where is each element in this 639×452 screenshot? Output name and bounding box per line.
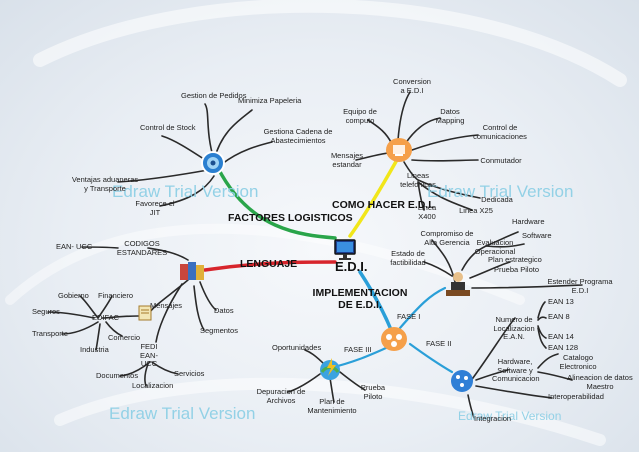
mensajes-item-3: Seguros [32, 308, 60, 317]
fase-ii-integracion: Integracion [474, 415, 511, 424]
fedi-item-1: Documentos [96, 372, 138, 381]
implementacion-label: IMPLEMENTACION DE E.D.I. [308, 287, 412, 311]
fase-ii-numero: Numero de Localizacion E.A.N. [490, 316, 538, 342]
fedi-item-3: Localizacion [132, 382, 173, 391]
como-item-8: Dedicada [480, 196, 514, 205]
ean-8: EAN 8 [548, 313, 570, 322]
lenguaje-segmentos: Segmentos [200, 327, 238, 336]
lenguaje-codigos: CODIGOS ESTANDARES [112, 240, 172, 257]
fase-i-item-8: Estender Programa E.D.I [540, 278, 620, 295]
lenguaje-label: LENGUAJE [240, 258, 297, 270]
fase-iii-item-2: Depuracion de Archivos [254, 388, 308, 405]
factores-item-5: Ventajas aduaneras y Transporte [70, 176, 140, 193]
mensajes-item-5: Transporte [32, 330, 68, 339]
como-label: COMO HACER E.D.I. [332, 199, 406, 211]
fase-i-item-1: Compromiso de Alta Gerencia [420, 230, 474, 247]
fase-i-item-2: Estado de factibilidad [388, 250, 428, 267]
fase-iii-item-4: Prueba Piloto [358, 384, 388, 401]
fase-i-label: FASE I [397, 313, 420, 322]
fase-i-item-7: Prueba Piloto [494, 266, 539, 275]
como-item-6: Conmutador [478, 157, 524, 166]
como-item-1: Conversion a E.D.I [390, 78, 434, 95]
factores-item-2: Minimiza Papeleria [238, 97, 272, 106]
globe-lightning-icon [316, 356, 344, 387]
ean-14: EAN 14 [548, 333, 574, 342]
factores-item-4: Gestiona Cadena de Abastecimientos [248, 128, 348, 145]
fase-i-item-6: Plan estrategico [488, 256, 542, 265]
factores-label: FACTORES LOGISTICOS [228, 212, 298, 224]
orange-network-icon [380, 326, 408, 357]
ean-128: EAN 128 [548, 344, 578, 353]
fase-ii-hw: Hardware, Software y Comunicacion [492, 358, 538, 384]
como-item-9: Linea X400 [415, 204, 439, 221]
fase-iii-label: FASE III [344, 346, 372, 355]
fase-ii-label: FASE II [426, 340, 451, 349]
como-item-7: Lineas telefonicas [400, 172, 436, 189]
fase-ii-hw-item-2: Alineacion de datos Maestro [566, 374, 634, 391]
como-item-4: Control de comunicaciones [470, 124, 530, 141]
fase-iii-item-3: Plan de Mantenimiento [306, 398, 358, 415]
blue-globe-icon [449, 368, 475, 399]
como-item-5: Mensajes estandar [326, 152, 368, 169]
mensajes-item-6: Comercio [108, 334, 140, 343]
center-title: E.D.I. [335, 263, 368, 272]
mensajes-item-1: Gobierno [58, 292, 89, 301]
fase-ii-hw-item-1: Catalogo Electronico [556, 354, 600, 371]
fedi-item-2: Servicios [174, 370, 204, 379]
fase-i-item-5: Software [522, 232, 552, 241]
como-item-10: Linea X25 [458, 207, 494, 216]
watermark-3: Edraw Trial Version [109, 404, 255, 424]
como-item-3: Datos Mapping [430, 108, 470, 125]
factores-item-1: Gestion de Pedidos [181, 92, 225, 101]
orange-network-icon [385, 137, 413, 168]
como-branch [350, 158, 398, 236]
ean-13: EAN 13 [548, 298, 574, 307]
lenguaje-mensajes: Mensajes [148, 302, 184, 311]
lenguaje-ean-ucc: EAN- UCC [56, 243, 92, 252]
fase-iii-item-1: Oportunidades [272, 344, 321, 353]
factores-item-6: Favorece el JIT [135, 200, 175, 217]
fase-ii-interop: Interoperabilidad [548, 393, 604, 402]
como-item-2: Equipo de computo [340, 108, 380, 125]
fase-i-item-4: Hardware [512, 218, 545, 227]
target-gear-icon [200, 150, 226, 181]
factores-item-3: Control de Stock [140, 124, 180, 133]
mensajes-item-2: Financiero [98, 292, 133, 301]
fase-i-item-3: Evaluacion Operacional [470, 239, 520, 256]
person-desk-icon [444, 270, 472, 303]
mensajes-item-7: Industria [80, 346, 109, 355]
books-icon [178, 258, 206, 287]
mensajes-item-4: EDIFAC [92, 314, 119, 323]
lenguaje-fedi: FEDI EAN-UCC [133, 343, 165, 369]
lenguaje-datos: Datos [214, 307, 234, 316]
